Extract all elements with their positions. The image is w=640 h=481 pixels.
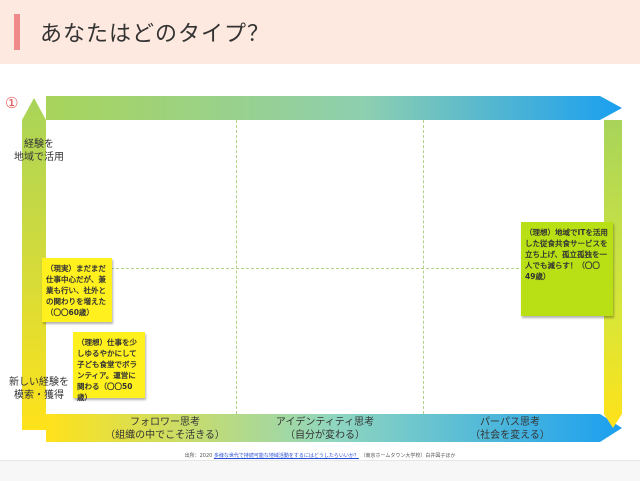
y-axis-bottom-line-2: 模索・獲得: [14, 390, 64, 401]
x-axis-purpose-line-2: （社会を変える）: [470, 430, 550, 441]
sticky-note-reality: （現実）まだまだ仕事中心だが、兼業も行い、社外との関わりを増えた（〇〇60歳）: [42, 258, 112, 322]
x-axis-purpose-line-1: パーパス思考: [480, 417, 540, 428]
x-axis-follower-line-1: フォロワー思考: [130, 417, 200, 428]
y-axis-top-line-1: 経験を: [24, 139, 54, 150]
title-accent-bar: [14, 14, 20, 50]
figure-number: ①: [5, 94, 19, 112]
x-axis-identity-line-1: アイデンティティ思考: [275, 417, 375, 428]
x-axis-label-follower: フォロワー思考 （組織の中でこそ活きる）: [90, 416, 240, 442]
source-prefix: 出所：2020: [184, 453, 213, 459]
sticky-note-ideal-it: （理想）地域でITを活用した従食共食サービスを立ち上げ、孤立孤独を一人でも減らす…: [521, 222, 613, 316]
top-arrow: [46, 96, 622, 120]
footer-bar: [0, 460, 640, 481]
x-axis-label-purpose: パーパス思考 （社会を変える）: [440, 416, 580, 442]
right-arrow: [604, 120, 622, 428]
y-axis-top-line-2: 地域で活用: [14, 152, 64, 163]
x-axis-follower-line-2: （組織の中でこそ活きる）: [105, 430, 225, 441]
left-arrow: [22, 98, 46, 430]
grid-divider-1: [236, 120, 237, 414]
sticky-note-ideal-volunteer: （理想）仕事を少しゆるやかにして子ども食堂でボランティア。運営に関わる（〇〇50…: [73, 332, 145, 402]
source-citation: 出所：2020 多様な世代で持続可能な地域活動をするにはどうしたらいいか？ （東…: [0, 452, 640, 459]
grid-divider-horizontal: [46, 268, 604, 269]
bottom-arrow: [46, 414, 622, 442]
y-axis-bottom-line-1: 新しい経験を: [9, 377, 69, 388]
source-suffix: （東京ホームタウン大学校）白井図子ほか: [360, 453, 456, 459]
page-title: あなたはどのタイプ？: [40, 22, 271, 47]
x-axis-identity-line-2: （自分が変わる）: [285, 430, 365, 441]
grid-divider-2: [423, 120, 424, 414]
title-bar: あなたはどのタイプ？: [0, 0, 640, 64]
quadrant-grid: [46, 120, 604, 414]
y-axis-top-label: 経験を 地域で活用: [8, 138, 70, 164]
x-axis-label-identity: アイデンティティ思考 （自分が変わる）: [250, 416, 400, 442]
source-link[interactable]: 多様な世代で持続可能な地域活動をするにはどうしたらいいか？: [213, 453, 359, 459]
y-axis-bottom-label: 新しい経験を 模索・獲得: [6, 376, 72, 402]
